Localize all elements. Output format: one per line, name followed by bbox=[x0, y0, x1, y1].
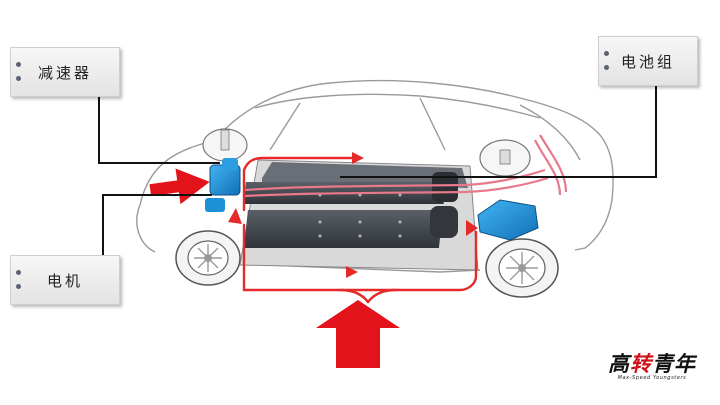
motor-label: 电机 bbox=[46, 271, 83, 290]
arrow-icon bbox=[316, 300, 400, 368]
front-drive-unit bbox=[205, 158, 241, 212]
brand-name: 高转青年 bbox=[592, 352, 712, 376]
connector-pin-icon bbox=[604, 65, 609, 70]
wheel-front-back bbox=[202, 128, 248, 162]
brand-logo: 高转青年 Max-Speed Youngsters bbox=[592, 352, 712, 381]
flow-direction-arrows bbox=[228, 152, 478, 278]
connector-pin-icon bbox=[16, 270, 21, 275]
brand-part-3: 青年 bbox=[652, 352, 696, 376]
motor-label-box: 电机 bbox=[10, 255, 120, 305]
connector-pin-icon bbox=[604, 51, 609, 56]
connector-pin-icon bbox=[16, 76, 21, 81]
connector-pin-icon bbox=[16, 284, 21, 289]
brand-part-2: 转 bbox=[630, 352, 652, 376]
leader-lines bbox=[98, 86, 657, 255]
battery-label: 电池组 bbox=[620, 52, 675, 71]
wheel-front-left bbox=[175, 230, 241, 286]
arrow-icon bbox=[149, 168, 210, 205]
energy-flow-lines bbox=[242, 156, 478, 304]
brand-part-1: 高 bbox=[608, 352, 630, 376]
rear-drive-unit bbox=[477, 199, 539, 241]
reducer-label: 减速器 bbox=[37, 63, 92, 82]
wheel-rear-back bbox=[479, 139, 531, 177]
connector-pin-icon bbox=[16, 62, 21, 67]
battery-label-box: 电池组 bbox=[598, 36, 698, 86]
reducer-label-box: 减速器 bbox=[10, 47, 120, 97]
brand-subtitle: Max-Speed Youngsters bbox=[617, 375, 687, 381]
wheel-rear-right bbox=[485, 238, 559, 298]
high-voltage-cables bbox=[244, 134, 568, 198]
